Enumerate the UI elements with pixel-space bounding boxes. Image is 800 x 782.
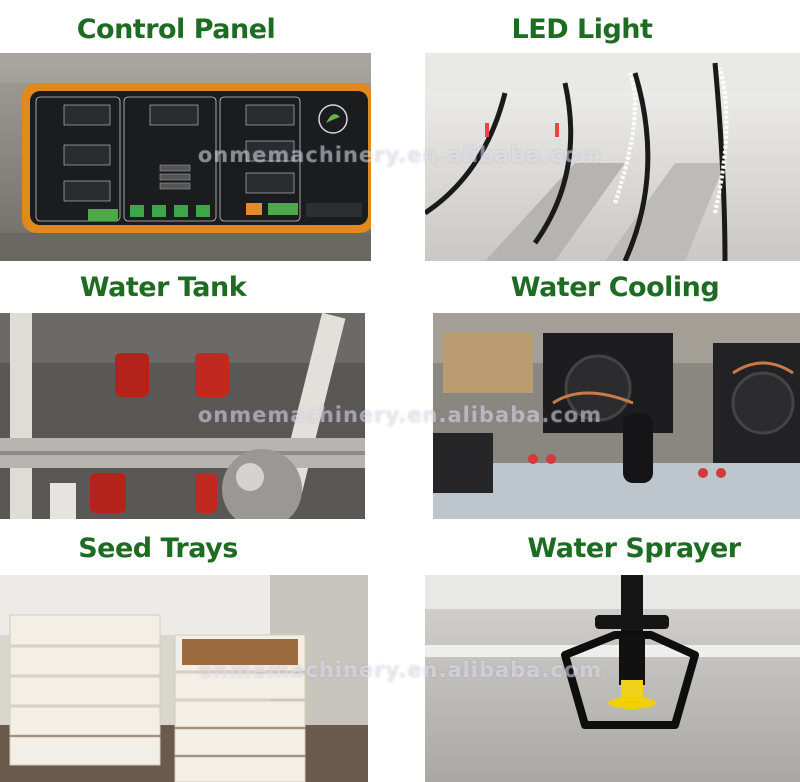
water-cooling-photo <box>433 313 800 519</box>
control-panel-photo <box>0 53 371 261</box>
section-title-seed-trays: Seed Trays <box>78 533 238 564</box>
section-title-control-panel: Control Panel <box>76 14 276 45</box>
section-title-water-sprayer: Water Sprayer <box>527 533 741 564</box>
section-title-water-tank: Water Tank <box>79 272 247 303</box>
seed-trays-photo <box>0 575 368 782</box>
water-tank-photo <box>0 313 365 519</box>
led-light-photo <box>425 53 800 261</box>
section-title-led-light: LED Light <box>511 14 653 45</box>
section-title-water-cooling: Water Cooling <box>510 272 720 303</box>
water-sprayer-photo <box>425 575 800 782</box>
